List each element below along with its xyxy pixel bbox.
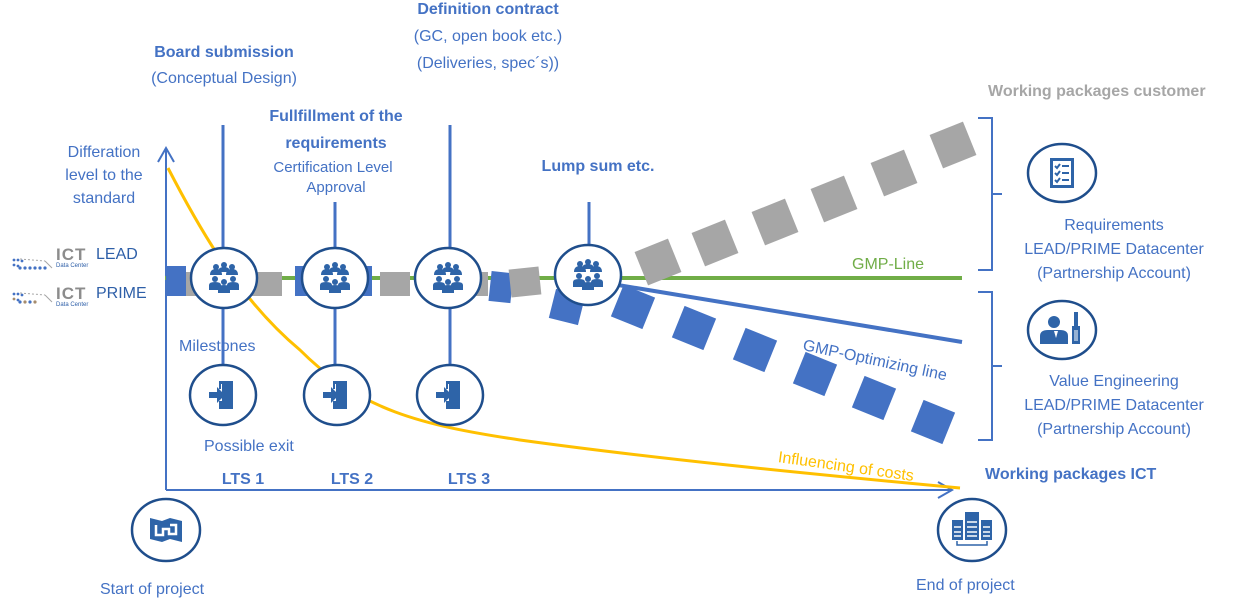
milestone-title: requirements bbox=[285, 135, 387, 152]
milestone-title: Lump sum etc. bbox=[541, 158, 655, 175]
gmp-line-label: GMP-Line bbox=[852, 256, 925, 273]
ict-block: Value Engineering LEAD/PRIME Datacenter … bbox=[1024, 370, 1204, 442]
ict-lead-name: LEAD bbox=[96, 246, 138, 263]
ict-package-path bbox=[548, 284, 956, 445]
team-meeting-icon bbox=[300, 246, 370, 310]
ict-packages-heading: Working packages ICT bbox=[985, 466, 1157, 483]
end-of-project-label: End of project bbox=[916, 577, 1015, 594]
milestone-subtitle: Certification Level bbox=[273, 159, 393, 176]
y-axis-label-line: standard bbox=[72, 190, 136, 207]
lts-label: LTS 1 bbox=[221, 471, 265, 488]
team-meeting-icon bbox=[553, 243, 623, 307]
ict-bracket bbox=[978, 291, 1002, 441]
ict-prime-sub: Data Center bbox=[56, 302, 89, 308]
checklist-icon bbox=[1026, 142, 1098, 204]
milestone-title: Fullfillment of the bbox=[269, 108, 403, 125]
ict-lead-sub: Data Center bbox=[56, 263, 89, 269]
exit-door-icon[interactable] bbox=[302, 363, 372, 427]
exit-door-icon[interactable] bbox=[415, 363, 485, 427]
customer-package-path bbox=[634, 121, 977, 286]
customer-bracket bbox=[978, 117, 1002, 271]
ict-lead-brand: ICT bbox=[56, 245, 87, 264]
milestone-title: Board submission bbox=[154, 44, 294, 61]
ict-prime-logo-mark bbox=[12, 292, 53, 304]
y-axis-label-line: Differation bbox=[67, 144, 141, 161]
exit-door-icon[interactable] bbox=[188, 363, 258, 427]
start-of-project-label: Start of project bbox=[100, 581, 205, 598]
milestone-subtitle: Approval bbox=[306, 179, 366, 196]
milestone-title: Definition contract bbox=[417, 1, 559, 18]
ict-prime-name: PRIME bbox=[96, 285, 147, 302]
server-rack-icon bbox=[936, 497, 1008, 563]
milestone-subtitle: (Deliveries, spec´s)) bbox=[416, 55, 560, 72]
milestones-label: Milestones bbox=[179, 338, 256, 355]
ict-prime-brand: ICT bbox=[56, 284, 87, 303]
ict-block-line: (Partnership Account) bbox=[1037, 421, 1191, 438]
customer-block-line: Requirements bbox=[1064, 217, 1164, 234]
ict-lead-logo-mark bbox=[12, 258, 53, 270]
y-axis-label: Differation level to the standard bbox=[65, 141, 142, 210]
customer-block-line: (Partnership Account) bbox=[1037, 265, 1191, 282]
ict-block-line: Value Engineering bbox=[1049, 373, 1179, 390]
milestone-subtitle: (Conceptual Design) bbox=[151, 70, 297, 87]
customer-packages-heading: Working packages customer bbox=[988, 83, 1206, 100]
milestone-subtitle: (GC, open book etc.) bbox=[413, 28, 563, 45]
possible-exit-label: Possible exit bbox=[204, 438, 294, 455]
x-axis bbox=[166, 481, 955, 499]
engineer-tool-icon bbox=[1026, 299, 1098, 361]
lts-label: LTS 3 bbox=[447, 471, 491, 488]
team-meeting-icon bbox=[189, 246, 259, 310]
lts-label: LTS 2 bbox=[330, 471, 374, 488]
y-axis bbox=[157, 145, 175, 490]
ict-block-line: LEAD/PRIME Datacenter bbox=[1024, 397, 1204, 414]
y-axis-label-line: level to the bbox=[65, 167, 143, 184]
customer-block-line: LEAD/PRIME Datacenter bbox=[1024, 241, 1204, 258]
team-meeting-icon bbox=[413, 246, 483, 310]
customer-block: Requirements LEAD/PRIME Datacenter (Part… bbox=[1024, 214, 1204, 286]
open-book-map-icon bbox=[130, 497, 202, 563]
gmp-optimizing-line bbox=[599, 280, 963, 344]
